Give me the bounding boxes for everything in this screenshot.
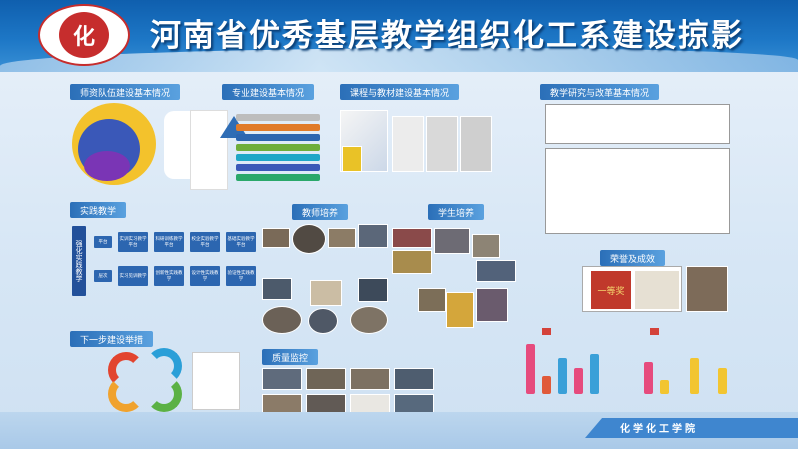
bar-chart-left [512,328,612,396]
st-photo-2 [434,228,470,254]
next-steps-notes [192,352,240,410]
course-book-2 [426,116,458,172]
section-title-awards: 荣誉及成效 [600,250,666,266]
page-title: 河南省优秀基层教学组织化工系建设掠影 [150,18,744,54]
university-logo: 化 [38,4,130,66]
tt-photo-1 [262,228,290,248]
st-photo-4 [392,250,432,274]
practice-row1-head: 平台 [94,236,112,248]
bar-right-4 [718,368,727,394]
course-book-cover [342,146,362,172]
st-photo-8 [476,288,508,322]
st-photo-7 [446,292,474,328]
major-row-1 [236,114,320,121]
quality-photos [262,368,437,418]
major-row-7 [236,174,320,181]
section-title-research: 教学研究与改革基本情况 [540,84,660,100]
practice-row2-item-4: 验证性实践教学 [226,266,256,286]
st-photo-3 [472,234,500,258]
tt-photo-10 [350,306,388,334]
course-book-3 [460,116,492,172]
bar-left-2 [542,376,551,394]
qm-photo-1 [262,368,302,390]
bar-left-5 [590,354,599,394]
research-table-top [545,104,730,144]
tt-photo-8 [262,306,302,334]
tt-photo-3 [328,228,356,248]
course-book-1 [392,116,424,172]
practice-row1-item-1: 实训实习教学平台 [118,232,148,252]
section-title-teachers: 师资队伍建设基本情况 [70,84,181,100]
bar-left-1 [526,344,535,394]
bar-right-1 [644,362,653,394]
section-title-course: 课程与教材建设基本情况 [340,84,460,100]
tt-photo-2 [292,224,326,254]
practice-row2-item-2: 创新性实践教学 [154,266,184,286]
section-title-teacher-training: 教师培养 [292,204,349,220]
awards-certificate: 一等奖 [582,266,682,312]
header-banner: 化 河南省优秀基层教学组织化工系建设掠影 [0,0,798,72]
practice-row1-item-2: 科研训练教学平台 [154,232,184,252]
qm-photo-3 [350,368,390,390]
qm-photo-4 [394,368,434,390]
section-title-practice: 实践教学 [70,202,127,218]
section-title-major: 专业建设基本情况 [222,84,315,100]
practice-row1-item-4: 基础实验教学平台 [226,232,256,252]
teachers-panel [72,103,212,185]
teacher-training-collage [262,224,390,336]
section-title-student-training: 学生培养 [428,204,485,220]
major-row-2 [236,124,320,131]
footer-band [585,418,798,438]
practice-vertical-label: 强化实践教学 [72,226,86,296]
practice-row2-item-3: 设计性实践教学 [190,266,220,286]
tt-photo-4 [358,224,388,248]
awards-ceremony-photo [686,266,728,312]
st-photo-6 [418,288,446,312]
major-row-5 [236,154,320,161]
research-table-main [545,148,730,234]
bar-chart-left-label [542,328,552,335]
bar-chart-right [636,328,746,396]
course-panel [340,110,495,190]
teachers-circle-inner [84,151,130,181]
college-name: 化学化工学院 [620,424,698,435]
bar-left-4 [574,368,583,394]
practice-row1-item-3: 校企实验教学平台 [190,232,220,252]
qm-photo-2 [306,368,346,390]
cycle-arrow-blue [146,348,182,384]
tt-photo-6 [310,280,342,306]
practice-diagram: 强化实践教学 平台 层次 实训实习教学平台 科研训练教学平台 校企实验教学平台 … [72,222,262,300]
st-photo-1 [392,228,432,248]
cycle-arrow-red [108,352,144,388]
practice-row2-item-1: 实习见训教学 [118,266,148,286]
major-arrow-up [220,116,248,138]
major-row-3 [236,134,320,141]
bar-right-2 [660,380,669,394]
tt-photo-9 [308,308,338,334]
bar-chart-right-label [650,328,660,335]
cycle-arrow-green [146,376,182,412]
major-panel [190,110,320,190]
section-title-quality: 质量监控 [262,349,319,365]
tt-photo-5 [262,278,292,300]
tt-photo-7 [358,278,388,302]
bar-right-3 [690,358,699,394]
practice-row2-head: 层次 [94,270,112,282]
bar-left-3 [558,358,567,394]
section-title-next-steps: 下一步建设举措 [70,331,154,347]
st-photo-5 [476,260,516,282]
major-row-6 [236,164,320,171]
cycle-arrow-orange [108,376,144,412]
awards-first-prize-badge: 一等奖 [591,271,631,309]
next-steps-cycle [108,348,240,414]
student-training-collage [392,228,522,338]
major-text-block [190,110,228,190]
logo-emblem: 化 [59,12,109,58]
awards-photo [635,271,679,309]
major-row-4 [236,144,320,151]
